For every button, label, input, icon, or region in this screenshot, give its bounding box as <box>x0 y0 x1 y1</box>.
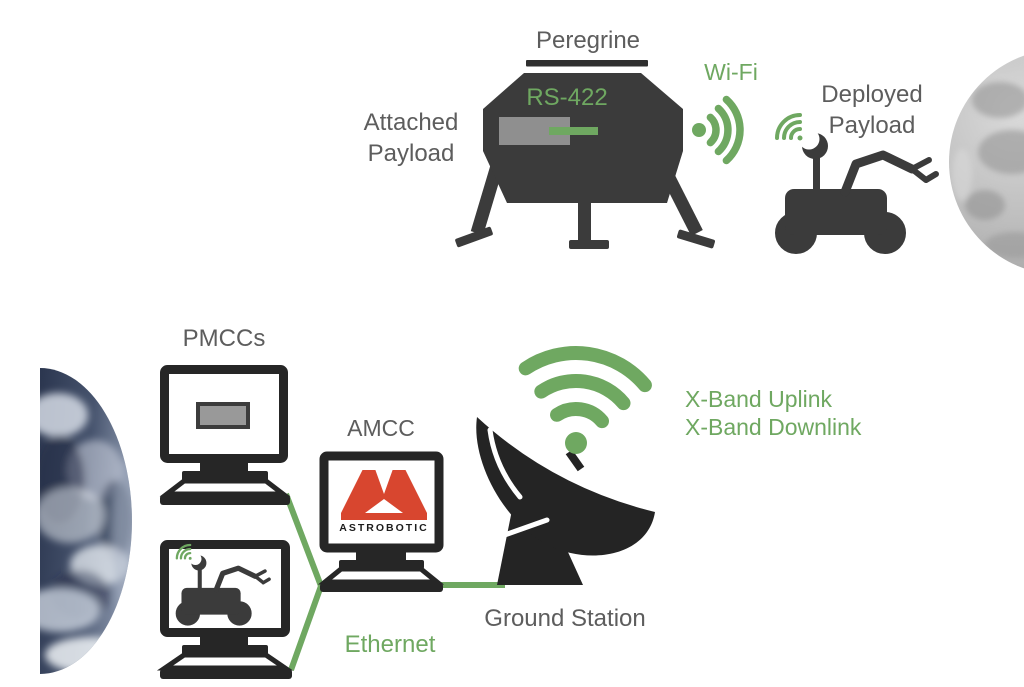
xband-downlink-label: X-Band Downlink <box>685 414 862 440</box>
dish-pedestal <box>497 505 583 585</box>
peregrine-label: Peregrine <box>535 27 641 54</box>
astrobotic-logo-mark <box>341 470 427 520</box>
amcc-monitor-icon <box>317 451 445 592</box>
pmccs-label: PMCCs <box>182 325 266 352</box>
wifi-icon <box>692 95 744 165</box>
xband-labels: X-Band Uplink X-Band Downlink <box>685 385 861 441</box>
ethernet-line-pmcc-junction <box>283 492 325 672</box>
dish-feed-stem <box>565 449 585 472</box>
pmcc-monitor-2-icon <box>156 542 294 679</box>
peregrine-lander-icon <box>455 60 715 249</box>
monitor1-screen-box <box>196 402 250 429</box>
lander-leg-center <box>578 200 591 242</box>
ground-station-dish-icon <box>476 346 655 585</box>
dish-feed-ball <box>565 432 587 454</box>
rs422-connection-bar <box>549 127 598 135</box>
lander-body <box>483 73 683 203</box>
xband-uplink-label: X-Band Uplink <box>685 386 833 412</box>
attached-payload-label: Attached Payload <box>363 109 459 167</box>
deployed-payload-label: Deployed Payload <box>821 81 923 139</box>
moon-image <box>949 52 1024 269</box>
ethernet-label: Ethernet <box>344 631 436 658</box>
amcc-label: AMCC <box>347 415 415 441</box>
wifi-label: Wi-Fi <box>704 59 758 85</box>
dish-bowl <box>476 417 655 556</box>
ground-station-label: Ground Station <box>484 605 646 632</box>
earth-image <box>40 368 132 674</box>
pmcc-monitor-1-icon <box>159 365 291 505</box>
lander-top-deck <box>526 60 648 67</box>
xband-wifi-icon <box>518 346 652 429</box>
lander-leg-left <box>470 164 504 235</box>
rs422-label: RS-422 <box>526 84 608 111</box>
astrobotic-logo-text: ASTROBOTIC <box>339 522 429 534</box>
